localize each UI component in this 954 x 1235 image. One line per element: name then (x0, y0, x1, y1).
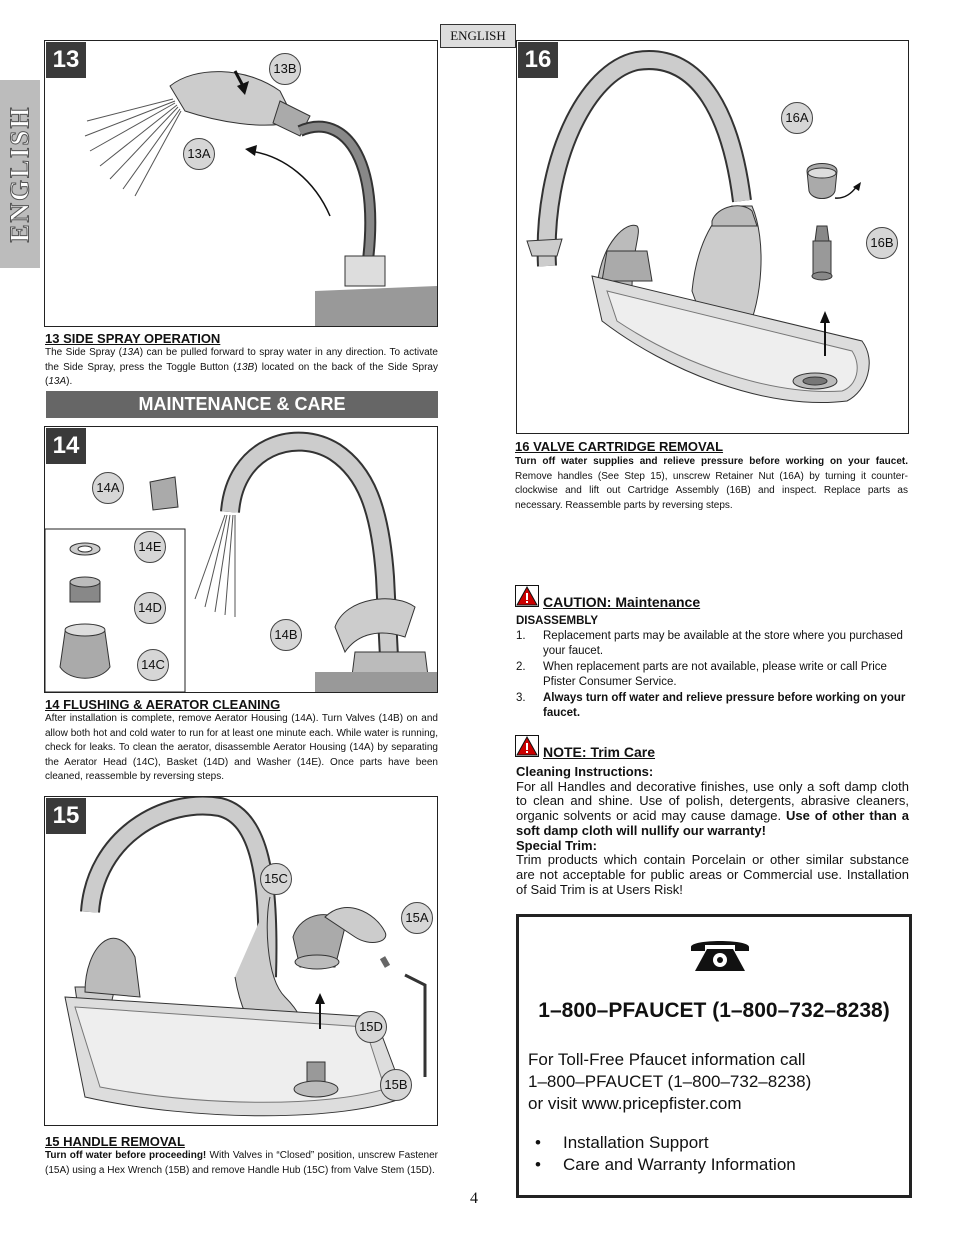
step-14-illustration: 14 14A 14E 14D 14B 14C (44, 426, 438, 693)
note-title: NOTE: Trim Care (543, 744, 656, 760)
callout-16b: 16B (866, 227, 898, 259)
list-item: 3.Always turn off water and relieve pres… (516, 692, 906, 719)
caution-title: CAUTION: Maintenance (543, 594, 701, 610)
cleaning-heading: Cleaning Instructions: (516, 764, 654, 779)
callout-14a: 14A (92, 472, 124, 504)
list-item: 1.Replacement parts may be available at … (516, 630, 903, 657)
contact-line-1: For Toll-Free Pfaucet information call (528, 1050, 806, 1069)
cleaning-text: For all Handles and decorative finishes,… (516, 778, 909, 838)
contact-bullets: •Installation Support •Care and Warranty… (523, 1132, 796, 1176)
caution-list: 1.Replacement parts may be available at … (516, 629, 909, 722)
step-14-text: After installation is complete, remove A… (45, 713, 438, 782)
list-item: 2.When replacement parts are not availab… (516, 661, 887, 688)
step-16-number: 16 (518, 42, 558, 78)
step-13-text: The Side Spray (13A) can be pulled forwa… (45, 347, 438, 387)
list-item: •Care and Warranty Information (535, 1155, 796, 1174)
contact-line-2: 1–800–PFAUCET (1–800–732–8238) (528, 1072, 812, 1091)
callout-15a: 15A (401, 902, 433, 934)
phone-number-heading: 1–800–PFAUCET (1–800–732–8238) (538, 999, 890, 1022)
contact-box: 1–800–PFAUCET (1–800–732–8238) For Toll-… (516, 914, 912, 1198)
step-15-text: Turn off water before proceeding! With V… (45, 1150, 438, 1176)
caution-warning-icon (515, 585, 539, 607)
step-16-title: 16 VALVE CARTRIDGE REMOVAL (515, 439, 724, 454)
handle-removal-drawing (64, 797, 427, 1117)
step-13-title: 13 SIDE SPRAY OPERATION (45, 331, 221, 346)
caution-subheading: DISASSEMBLY (516, 615, 599, 627)
step-16-illustration: 16 16A 16B (516, 40, 909, 434)
callout-15b: 15B (380, 1069, 412, 1101)
contact-line-3: or visit www.pricepfister.com (528, 1094, 742, 1113)
callout-14b: 14B (270, 619, 302, 651)
step-13-illustration: 13 13B 13A (44, 40, 438, 327)
callout-13b: 13B (269, 53, 301, 85)
callout-14e: 14E (134, 531, 166, 563)
step-16-text: Turn off water supplies and relieve pres… (515, 456, 908, 511)
side-spray-drawing (84, 70, 437, 326)
special-heading: Special Trim: (516, 837, 597, 853)
note-warning-icon (515, 735, 539, 757)
list-item: •Installation Support (535, 1133, 709, 1152)
step-13-number: 13 (46, 42, 86, 78)
callout-14c: 14C (137, 649, 169, 681)
step-15-number: 15 (46, 798, 86, 834)
callout-13a: 13A (183, 138, 215, 170)
callout-16a: 16A (781, 102, 813, 134)
step-14-number: 14 (46, 428, 86, 464)
callout-15d: 15D (355, 1011, 387, 1043)
step-14-title: 14 FLUSHING & AERATOR CLEANING (45, 697, 281, 712)
note-body: Cleaning Instructions: For all Handles a… (516, 764, 909, 897)
special-text: Trim products which contain Porcelain or… (516, 852, 909, 897)
callout-14d: 14D (134, 592, 166, 624)
language-label: ENGLISH (440, 24, 516, 48)
step-15-illustration: 15 15C 15A 15D 15B (44, 796, 438, 1126)
aerator-drawing (45, 431, 437, 692)
telephone-icon (691, 941, 749, 971)
maintenance-care-heading: MAINTENANCE & CARE (46, 391, 438, 418)
side-tab-label: ENGLISH (4, 105, 35, 243)
side-language-tab: ENGLISH (0, 80, 40, 268)
callout-15c: 15C (260, 863, 292, 895)
valve-cartridge-drawing (526, 50, 870, 404)
page-number: 4 (470, 1190, 478, 1207)
step-15-title: 15 HANDLE REMOVAL (45, 1134, 185, 1149)
contact-info: For Toll-Free Pfaucet information call 1… (528, 1049, 811, 1115)
